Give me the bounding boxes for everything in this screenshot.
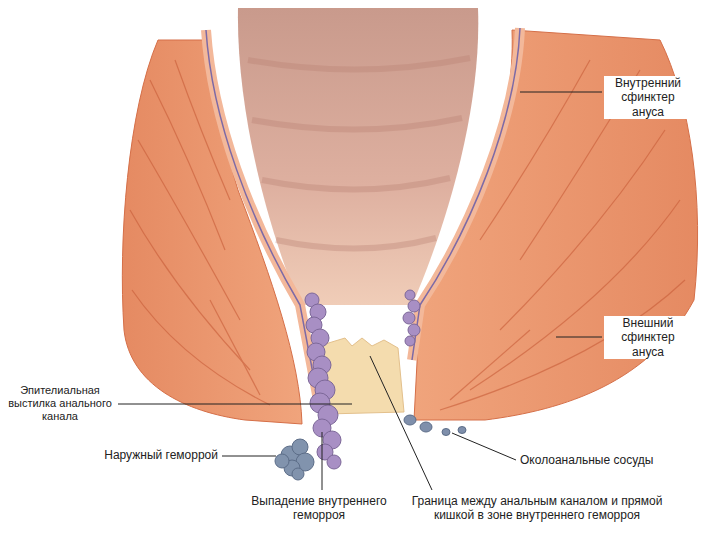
internal-hemorrhoid — [305, 293, 341, 469]
structure-label: Внешний сфинктер ануса — [604, 316, 692, 359]
perianal-vessels — [404, 415, 466, 436]
left-mucosa-wall — [206, 30, 318, 400]
internal-hemorrhoid-right — [403, 290, 420, 346]
leader-lines — [118, 92, 602, 490]
right-sphincter-muscle — [414, 30, 698, 420]
structure-label: Эпителиальная выстилка анального канала — [4, 384, 116, 424]
structure-label: Выпадение внутреннего геморроя — [244, 494, 394, 523]
structure-label: Граница между анальным каналом и прямой … — [398, 494, 676, 523]
external-hemorrhoid — [275, 439, 314, 480]
right-mucosa-wall — [412, 28, 520, 360]
left-vessel-line — [206, 30, 318, 400]
structure-label: Внутренний сфинктер ануса — [604, 76, 692, 119]
right-vessel-line — [412, 28, 520, 360]
mucosa-folds — [248, 58, 470, 249]
structure-label: Околоанальные сосуды — [520, 453, 680, 467]
structure-label: Наружный геморрой — [86, 448, 218, 462]
